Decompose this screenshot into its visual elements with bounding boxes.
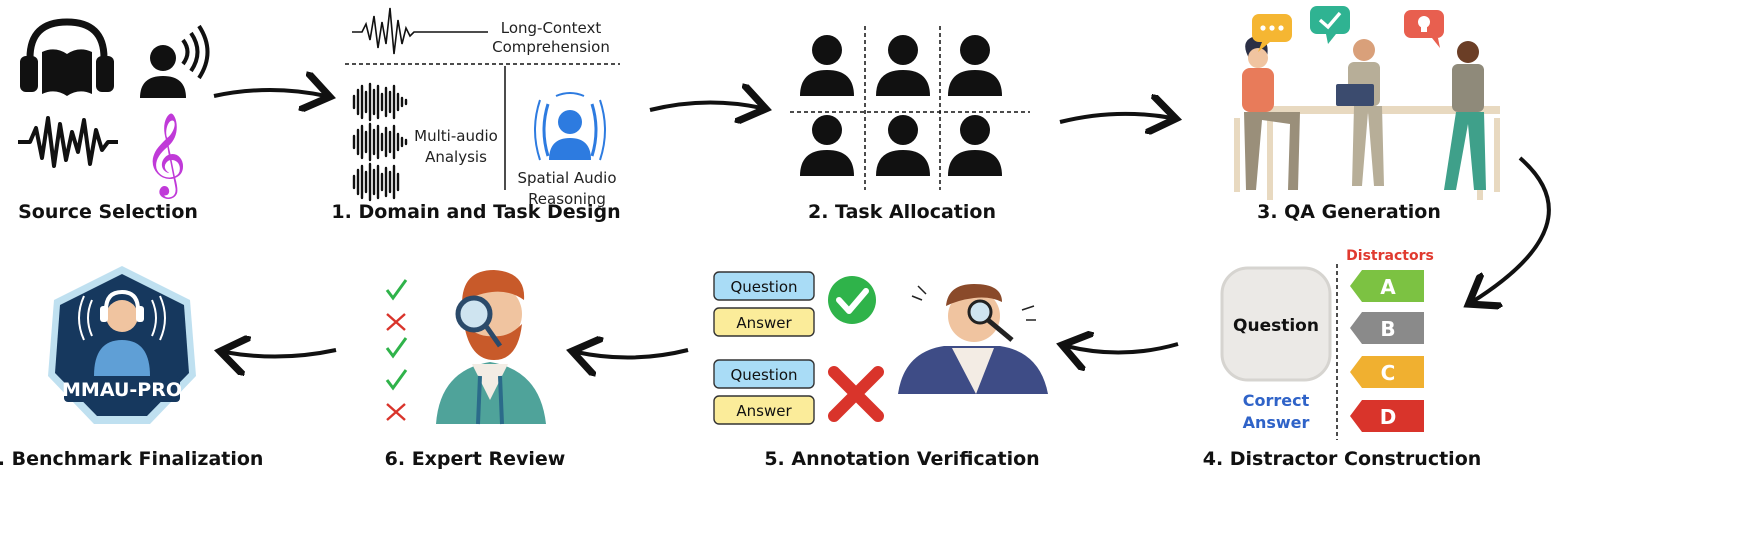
stage-1-label: 1. Domain and Task Design [331,201,620,223]
speech-bubble-dots-icon [1252,14,1292,52]
stage-3-label: 3. QA Generation [1257,201,1441,223]
waveform-icon [18,116,118,168]
verify-answer-2: Answer [736,402,792,420]
svg-text:𝄞: 𝄞 [144,111,187,199]
long-context-wave-icon [352,7,488,55]
question-card [1220,266,1332,382]
arrow-1-to-2 [649,102,762,110]
person-icon [948,115,1002,176]
qa-pair-rejected: Question Answer [713,359,815,425]
arrow-6-to-7 [224,350,337,357]
verify-answer-1: Answer [736,314,792,332]
spatial-label-1: Spatial Audio [517,169,616,187]
multi-audio-label-2: Analysis [425,148,487,166]
verify-question-2: Question [730,366,797,384]
spatial-audio-icon [534,92,606,161]
correct-answer-label-1: Correct [1243,391,1310,410]
option-d-tag: D [1350,400,1424,432]
long-context-label-2: Comprehension [492,38,610,56]
speaker-person-icon [140,24,210,98]
person-icon [800,115,854,176]
stage-4-label: 4. Distractor Construction [1203,448,1482,470]
multi-audio-label-1: Multi-audio [414,127,498,145]
stage-2-label: 2. Task Allocation [808,201,996,223]
speech-bubble-idea-icon [1404,10,1444,48]
distractor-question-label: Question [1233,316,1319,336]
svg-text:A: A [1380,275,1396,299]
svg-text:B: B [1380,317,1395,341]
person-icon [876,35,930,96]
correct-answer-label-2: Answer [1243,413,1310,432]
music-note-icon: 𝄞 [144,111,187,199]
speech-bubble-check-icon [1310,6,1350,44]
arrow-5-to-6 [576,350,689,358]
person-icon [876,115,930,176]
verifier-illustration [898,284,1048,394]
arrow-3-to-4 [1472,156,1551,302]
qa-pair-approved: Question Answer [713,271,815,337]
stage-source-label: Source Selection [18,201,198,223]
arrow-source-to-1 [213,90,326,96]
review-checklist [385,279,408,421]
mmau-pro-badge: MMAU-PRO [48,266,196,424]
option-c-tag: C [1350,356,1424,388]
stage-6-label: 6. Expert Review [385,448,566,470]
annotator-grid [800,35,1002,176]
audiobook-headphones-icon [20,18,114,96]
svg-text:C: C [1381,361,1396,385]
svg-text:D: D [1380,405,1397,429]
person-icon [948,35,1002,96]
stage-7-label: 7. Benchmark Finalization [0,448,263,470]
verify-question-1: Question [730,278,797,296]
multi-audio-waves-icon [352,82,408,202]
allocation-dividers [790,26,1030,190]
distractors-header: Distractors [1346,248,1434,264]
person-icon [800,35,854,96]
arrow-2-to-3 [1059,114,1172,122]
option-a-tag: A [1350,270,1424,302]
expert-reviewer-illustration [436,270,546,425]
option-b-tag: B [1350,312,1424,344]
long-context-label-1: Long-Context [501,19,602,37]
spatial-label-2: Reasoning [528,190,606,208]
green-check-icon [828,276,876,324]
red-cross-icon [828,366,884,422]
meeting-illustration [1234,36,1500,200]
badge-text: MMAU-PRO [62,379,182,401]
arrow-4-to-5 [1066,344,1179,353]
stage-5-label: 5. Annotation Verification [764,448,1039,470]
